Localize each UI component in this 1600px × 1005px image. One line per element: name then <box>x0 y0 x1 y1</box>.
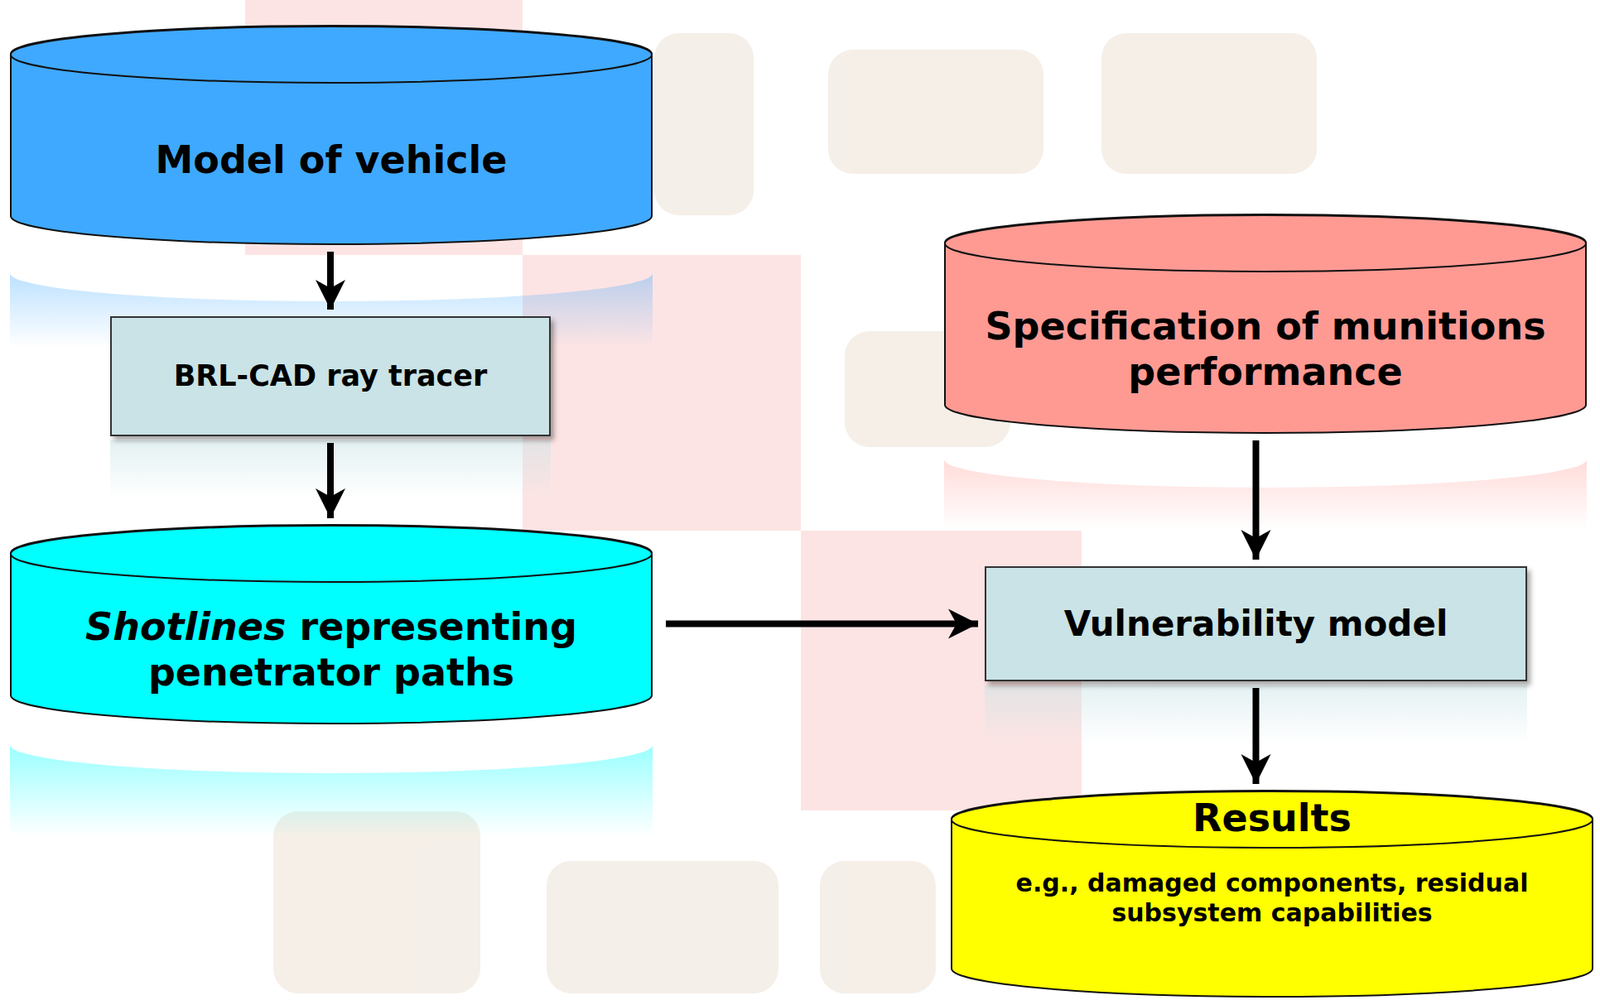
process-box: BRL-CAD ray tracer <box>110 316 551 437</box>
flow-arrow <box>327 443 334 519</box>
reflection <box>9 745 653 837</box>
node-label: Specification of munitions performance <box>963 303 1567 395</box>
cylinder-top <box>10 26 652 83</box>
cylinder-outline <box>9 25 653 246</box>
data-store-cylinder: Model of vehicle <box>9 25 653 246</box>
cylinder-top <box>944 215 1586 272</box>
flow-arrow <box>1253 688 1260 785</box>
node-body: e.g., damaged components, residual subsy… <box>970 868 1574 928</box>
italic-term: Shotlines <box>85 604 286 650</box>
node-label: BRL-CAD ray tracer <box>173 359 488 394</box>
node-label: Vulnerability model <box>1064 603 1449 646</box>
flow-arrow <box>327 251 334 310</box>
cylinder-body <box>944 214 1586 434</box>
cylinder-body <box>951 790 1593 998</box>
cylinder-top <box>951 791 1593 849</box>
flow-arrow <box>665 621 979 628</box>
data-store-cylinder: Specification of munitions performance <box>944 214 1587 434</box>
process-box: Vulnerability model <box>984 566 1528 682</box>
data-store-cylinder: Results e.g., damaged components, residua… <box>950 790 1594 998</box>
cylinder-top <box>10 525 652 583</box>
reflection <box>944 459 1587 531</box>
cylinder-body <box>10 25 652 245</box>
flow-arrow <box>1253 440 1260 560</box>
node-label: Shotlines representing penetrator paths <box>29 604 633 695</box>
data-store-cylinder: Shotlines representing penetrator paths <box>9 525 653 725</box>
cylinder-body <box>10 525 652 724</box>
node-label: Results <box>1192 795 1352 841</box>
node-label: Model of vehicle <box>155 137 508 183</box>
